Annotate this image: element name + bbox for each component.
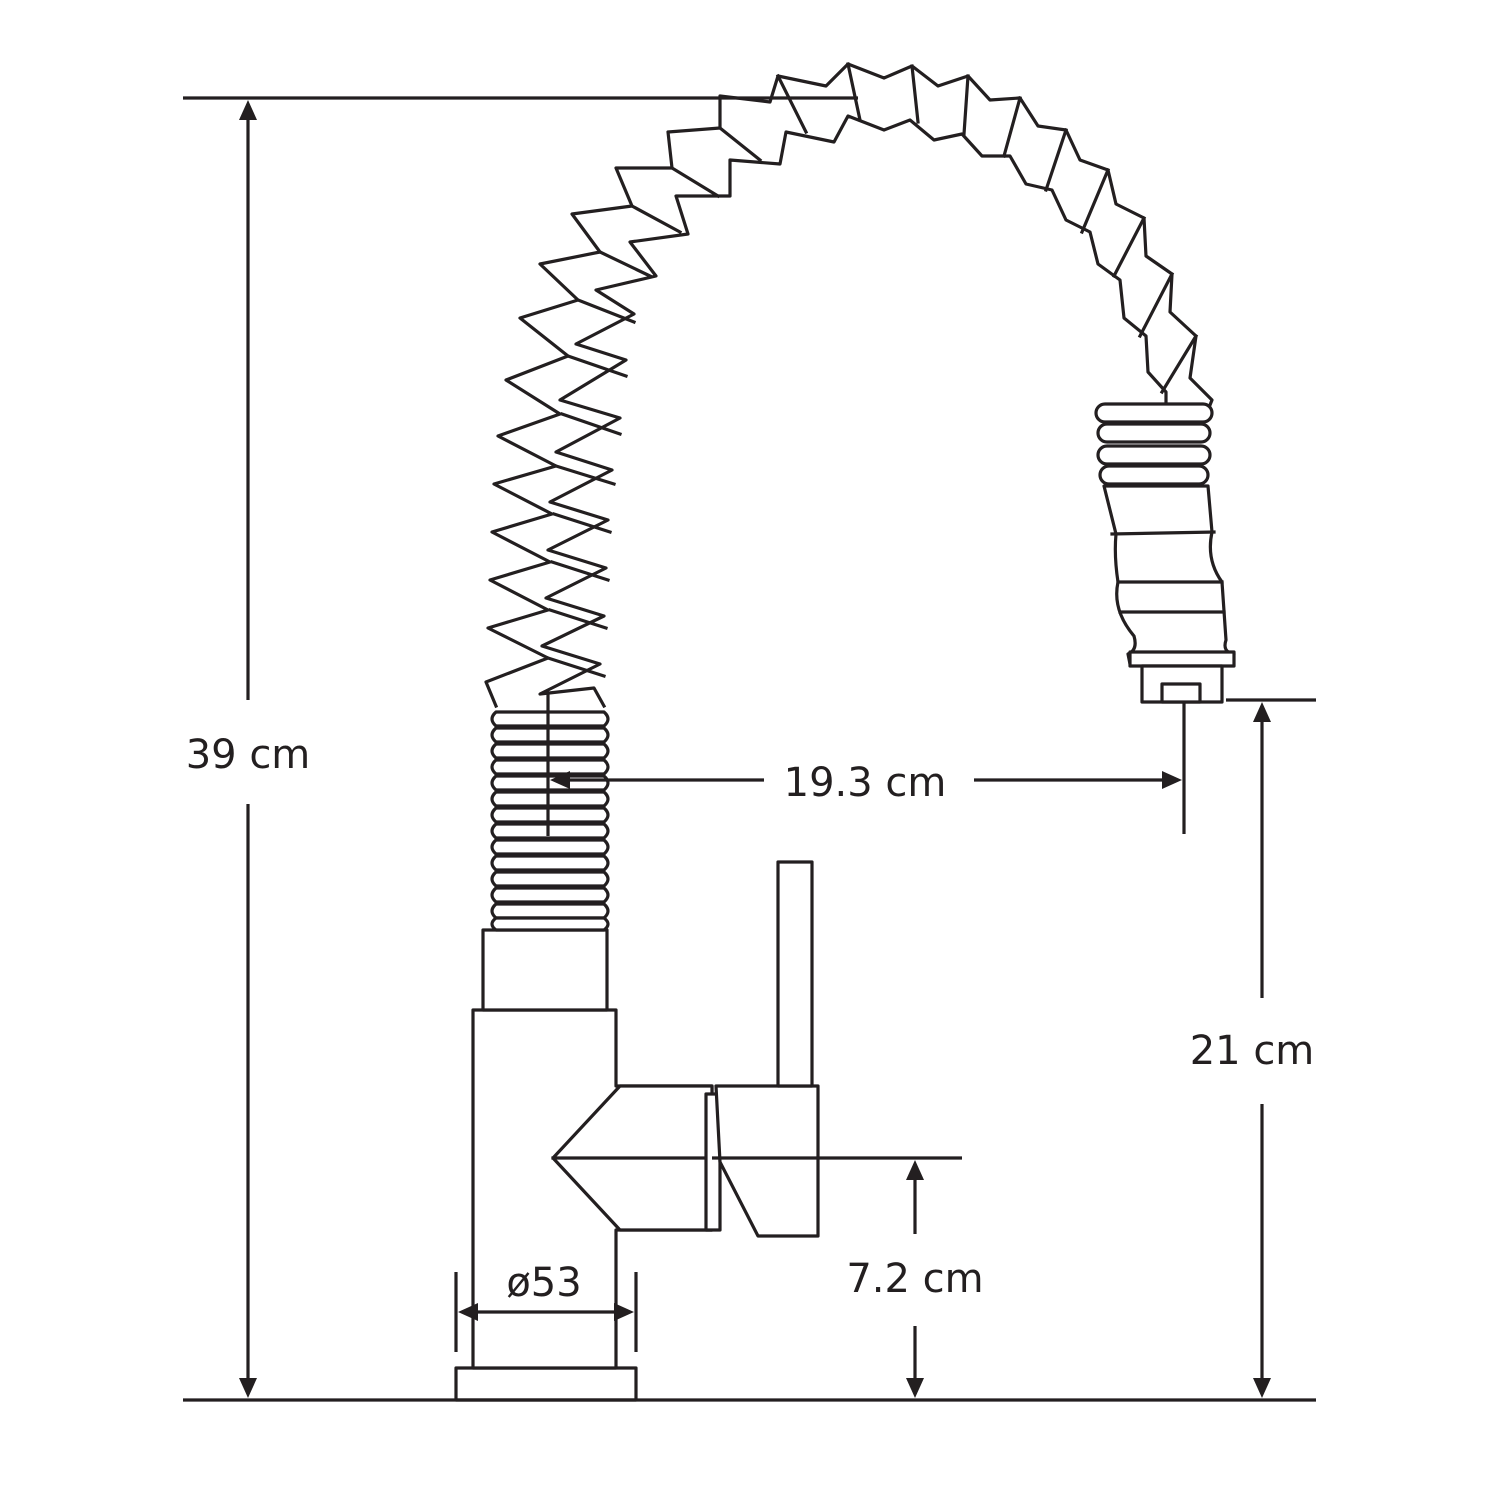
dimension-7-2cm: 7.2 cm xyxy=(712,1156,984,1398)
spring-coil-arch xyxy=(484,62,1214,709)
lever-hub-cap xyxy=(714,1084,820,1238)
total-height-label: 39 cm xyxy=(186,732,311,778)
spout-reach-label: 19.3 cm xyxy=(784,760,947,806)
dimension-39cm: 39 cm xyxy=(183,96,1316,1402)
spout-collar xyxy=(481,928,609,1012)
base-diameter-label: ø53 xyxy=(506,1260,581,1306)
spring-coil-lower xyxy=(490,710,610,932)
outlet-height-label: 21 cm xyxy=(1190,1028,1315,1074)
spray-head xyxy=(1094,402,1236,704)
faucet-drawing xyxy=(454,62,1236,1402)
handle-lever xyxy=(776,860,814,1088)
faucet-base-plate xyxy=(454,1366,638,1402)
dimension-21cm: 21 cm xyxy=(1190,698,1316,1398)
dimension-diameter: ø53 xyxy=(454,1260,638,1352)
dimension-19-3cm: 19.3 cm xyxy=(546,694,1186,836)
handle-height-label: 7.2 cm xyxy=(846,1256,983,1302)
